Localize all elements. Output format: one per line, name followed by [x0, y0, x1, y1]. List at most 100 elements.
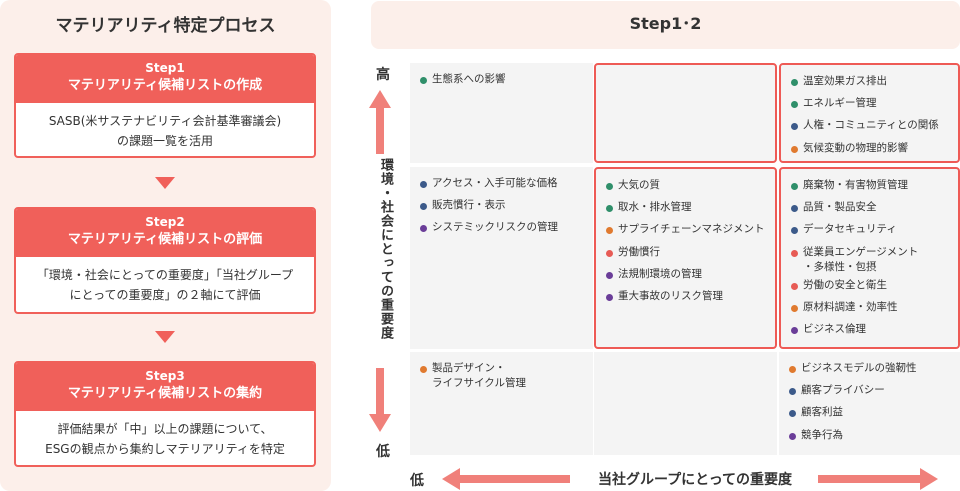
step-3-number: Step3 — [145, 369, 185, 383]
matrix-header: Step1･2 — [371, 1, 960, 49]
issue-item: 原材料調達・効率性 — [791, 297, 958, 319]
issue-item: ビジネスモデルの強靭性 — [789, 358, 960, 380]
issue-label: 原材料調達・効率性 — [803, 300, 898, 313]
step-1-description: SASB(米サステナビリティ会計基準審議会) の課題一覧を活用 — [48, 114, 282, 148]
category-dot-icon — [791, 282, 798, 290]
step-1-name: マテリアリティ候補リストの作成 — [67, 78, 263, 93]
issue-label: 人権・コミュニティとの関係 — [803, 119, 939, 132]
issue-label: 競争行為 — [801, 428, 843, 441]
matrix-cell-mid-middle: 大気の質取水・排水管理サプライチェーンマネジメント労働慣行法規制環境の管理重大事… — [594, 167, 777, 349]
category-dot-icon — [789, 366, 796, 373]
step-2-description: 「環境・社会にとっての重要度」「当社グループ にとっての重要度」の２軸にて評価 — [36, 268, 294, 302]
issue-item: 取水・排水管理 — [606, 197, 775, 219]
category-dot-icon — [606, 294, 613, 302]
issue-list — [596, 65, 775, 71]
up-arrow-icon — [369, 90, 391, 154]
x-axis-label: 当社グループにとっての重要度 — [597, 472, 793, 488]
matrix-cell-bottom-left: 製品デザイン・ ライフサイクル管理 — [410, 352, 593, 455]
category-dot-icon — [606, 205, 613, 213]
issue-label: 従業員エンゲージメント ・多様性・包摂 — [803, 245, 919, 273]
process-title: マテリアリティ特定プロセス — [55, 16, 276, 36]
category-dot-icon — [791, 145, 798, 153]
matrix-cell-mid-right: 廃棄物・有害物質管理品質・製品安全データセキュリティ従業員エンゲージメント ・多… — [779, 167, 960, 349]
issue-label: 品質・製品安全 — [803, 201, 877, 214]
category-dot-icon — [791, 205, 798, 213]
issue-item: 販売慣行・表示 — [420, 195, 593, 217]
y-axis-high-label: 高 — [376, 67, 390, 83]
category-dot-icon — [791, 123, 798, 131]
issue-item: アクセス・入手可能な価格 — [420, 173, 593, 195]
category-dot-icon — [606, 183, 613, 190]
issue-label: データセキュリティ — [803, 223, 897, 236]
issue-label: アクセス・入手可能な価格 — [432, 177, 558, 189]
category-dot-icon — [791, 304, 798, 312]
issue-label: 温室効果ガス排出 — [803, 75, 887, 87]
category-dot-icon — [789, 432, 796, 440]
issue-list: 廃棄物・有害物質管理品質・製品安全データセキュリティ従業員エンゲージメント ・多… — [781, 169, 958, 341]
category-dot-icon — [791, 183, 798, 190]
y-axis-low-label: 低 — [376, 444, 390, 460]
issue-item: 顧客利益 — [789, 402, 960, 424]
issue-label: サプライチェーンマネジメント — [618, 223, 765, 236]
issue-list: 生態系への影響 — [410, 63, 593, 91]
category-dot-icon — [791, 327, 798, 335]
issue-label: 労働の安全と衛生 — [803, 278, 887, 291]
matrix-cell-top-right: 温室効果ガス排出エネルギー管理人権・コミュニティとの関係気候変動の物理的影響 — [779, 63, 960, 163]
issue-label: 顧客利益 — [801, 406, 843, 419]
category-dot-icon — [606, 271, 613, 279]
issue-item: 温室効果ガス排出 — [791, 71, 958, 93]
step-3-box: Step3 マテリアリティ候補リストの集約 評価結果が「中」以上の課題について、… — [14, 361, 316, 467]
y-axis-label: 環境・社会にとっての重要度 — [378, 158, 393, 340]
issue-label: ビジネス倫理 — [803, 323, 866, 336]
issue-item: 顧客プライバシー — [789, 380, 960, 402]
issue-item: エネルギー管理 — [791, 93, 958, 115]
issue-label: 取水・排水管理 — [618, 201, 692, 214]
issue-item: 気候変動の物理的影響 — [791, 138, 958, 160]
matrix-cell-mid-left: アクセス・入手可能な価格販売慣行・表示システミックリスクの管理 — [410, 167, 593, 349]
x-axis-low-label: 低 — [410, 473, 424, 489]
category-dot-icon — [606, 227, 613, 235]
matrix-cell-bottom-middle — [594, 352, 777, 455]
issue-item: データセキュリティ — [791, 219, 958, 241]
category-dot-icon — [420, 203, 427, 211]
issue-item: 品質・製品安全 — [791, 197, 958, 219]
issue-item: 製品デザイン・ ライフサイクル管理 — [420, 358, 593, 391]
issue-label: 生態系への影響 — [432, 73, 506, 85]
issue-item: 大気の質 — [606, 175, 775, 197]
down-arrow-icon — [155, 177, 175, 189]
issue-item: 法規制環境の管理 — [606, 264, 775, 286]
issue-label: 労働慣行 — [618, 245, 660, 258]
step-1-box: Step1 マテリアリティ候補リストの作成 SASB(米サステナビリティ会計基準… — [14, 53, 316, 158]
issue-item: 生態系への影響 — [420, 69, 593, 91]
category-dot-icon — [420, 181, 427, 188]
issue-item: 重大事故のリスク管理 — [606, 286, 775, 308]
category-dot-icon — [791, 227, 798, 235]
step-2-header: Step2 マテリアリティ候補リストの評価 — [16, 209, 314, 257]
category-dot-icon — [791, 249, 798, 257]
issue-label: 法規制環境の管理 — [618, 267, 702, 280]
category-dot-icon — [789, 388, 796, 396]
issue-label: 大気の質 — [618, 179, 660, 191]
issue-item: ビジネス倫理 — [791, 319, 958, 341]
step-2-box: Step2 マテリアリティ候補リストの評価 「環境・社会にとっての重要度」「当社… — [14, 207, 316, 314]
issue-item: 廃棄物・有害物質管理 — [791, 175, 958, 197]
issue-label: 気候変動の物理的影響 — [803, 141, 908, 154]
issue-item: サプライチェーンマネジメント — [606, 219, 775, 241]
category-dot-icon — [791, 101, 798, 109]
issue-label: ビジネスモデルの強靭性 — [801, 362, 917, 374]
step-3-description: 評価結果が「中」以上の課題について、 ESGの観点から集約しマテリアリティを特定 — [45, 422, 285, 456]
matrix-cell-top-left: 生態系への影響 — [410, 63, 593, 163]
step-3-header: Step3 マテリアリティ候補リストの集約 — [16, 363, 314, 411]
issue-list: アクセス・入手可能な価格販売慣行・表示システミックリスクの管理 — [410, 167, 593, 240]
step-2-number: Step2 — [145, 215, 185, 229]
category-dot-icon — [420, 225, 427, 233]
process-panel: マテリアリティ特定プロセス Step1 マテリアリティ候補リストの作成 SASB… — [0, 0, 331, 491]
step-1-header: Step1 マテリアリティ候補リストの作成 — [16, 55, 314, 103]
issue-label: 顧客プライバシー — [801, 384, 885, 397]
issue-label: 廃棄物・有害物質管理 — [803, 179, 908, 191]
issue-label: 製品デザイン・ ライフサイクル管理 — [432, 362, 526, 389]
down-arrow-icon — [369, 368, 391, 432]
issue-list: ビジネスモデルの強靭性顧客プライバシー顧客利益競争行為 — [779, 352, 960, 447]
category-dot-icon — [789, 410, 796, 418]
matrix-cell-bottom-right: ビジネスモデルの強靭性顧客プライバシー顧客利益競争行為 — [779, 352, 960, 455]
